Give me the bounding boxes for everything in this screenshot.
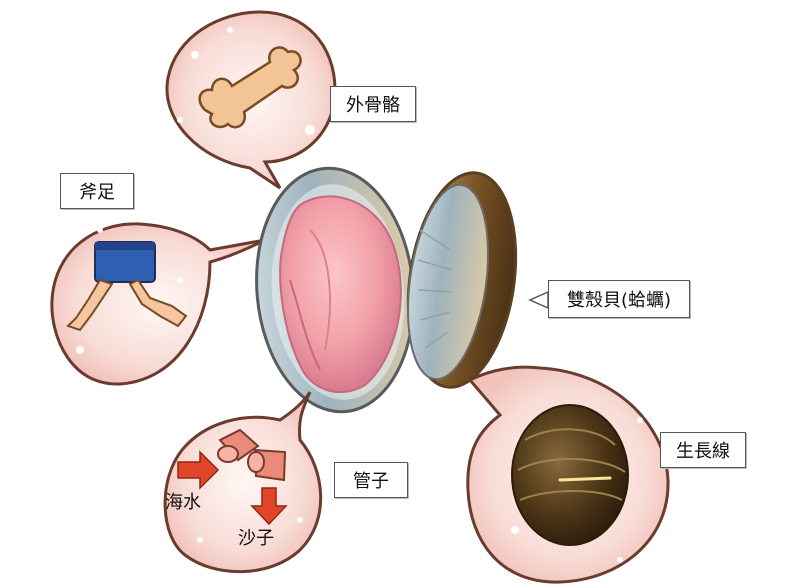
clam-flesh (279, 195, 402, 394)
sand-text: 沙子 (238, 528, 274, 549)
siphon-tubes-icon (217, 428, 287, 482)
foot-bubble (50, 222, 266, 386)
exoskeleton-bubble (165, 10, 337, 190)
clam-shell-icon (511, 404, 629, 546)
siphon-label: 管子 (334, 462, 408, 498)
seawater-text: 海水 (165, 492, 201, 513)
foot-label: 斧足 (60, 173, 134, 209)
legs-icon (66, 241, 188, 332)
outflow-arrow-icon (250, 487, 288, 526)
open-clam (255, 166, 518, 414)
growth-lines-label: 生長線 (660, 432, 746, 468)
bone-icon (198, 46, 302, 129)
growth-lines-bubble (466, 365, 670, 584)
inflow-arrow-icon (177, 450, 220, 490)
bivalve-label: 雙殼貝(蛤蠣) (548, 280, 690, 318)
label-pointer (528, 290, 549, 310)
exoskeleton-label: 外骨骼 (330, 86, 416, 122)
siphon-bubble (163, 391, 323, 574)
